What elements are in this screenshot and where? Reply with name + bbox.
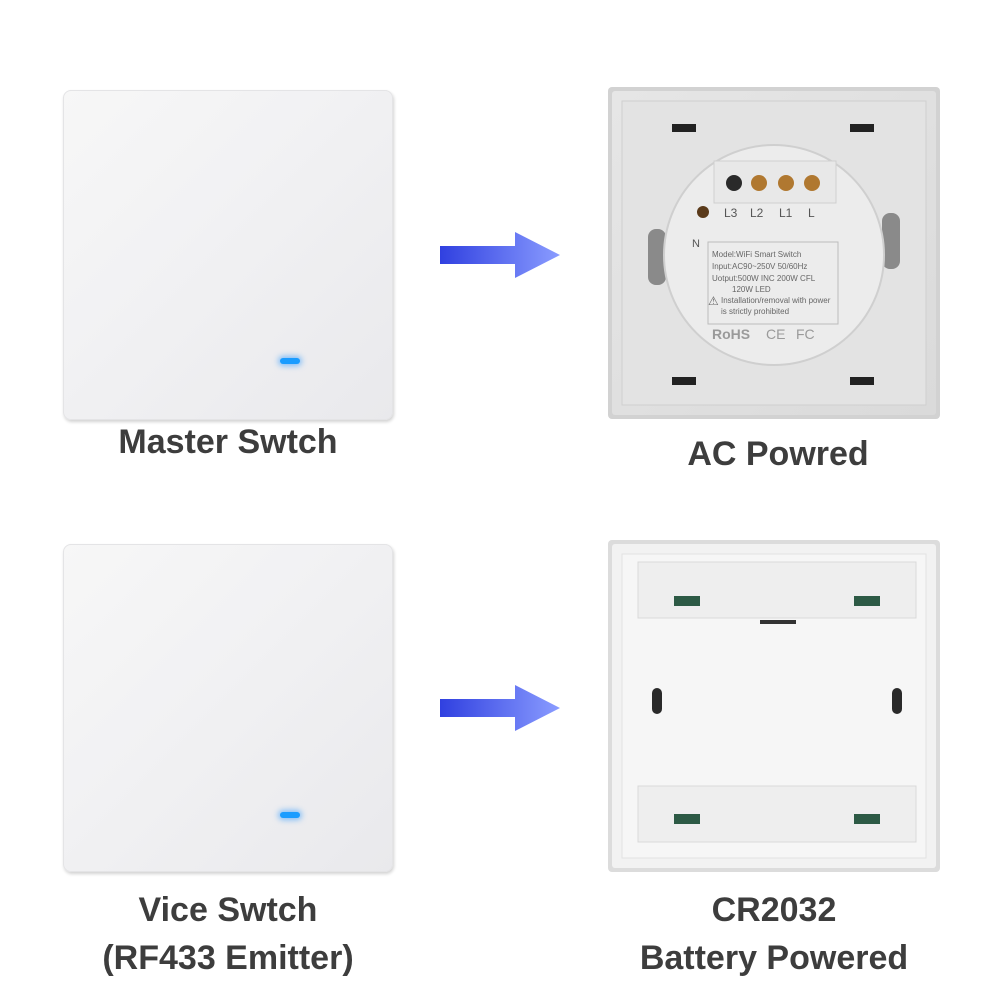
- arrow-right-icon: [440, 685, 560, 731]
- arrow-right-icon: [440, 232, 560, 278]
- master-switch-front: [63, 90, 393, 420]
- terminal-label-l3: L3: [724, 206, 738, 220]
- spec-line-4: 120W LED: [732, 285, 771, 294]
- terminal-label-l: L: [808, 206, 815, 220]
- spec-line-3: Uotput:500W INC 200W CFL: [712, 274, 816, 283]
- label-vice-switch-line1: Vice Swtch: [138, 891, 318, 929]
- neutral-label: N: [692, 238, 700, 250]
- spec-line-6: is strictly prohibited: [721, 307, 789, 316]
- vice-switch-front: [63, 544, 393, 872]
- fcc-mark: FC: [796, 326, 815, 342]
- master-switch-back: L3 L2 L1 L N Model:WiFi Smart Switch Inp…: [608, 87, 940, 419]
- terminal-label-l1: L1: [779, 206, 793, 220]
- label-ac-powered: AC Powred: [687, 435, 869, 473]
- spec-line-5: Installation/removal with power: [721, 296, 831, 305]
- vice-switch-back: [608, 540, 940, 872]
- spec-line-1: Model:WiFi Smart Switch: [712, 250, 801, 259]
- label-vice-switch-line2: (RF433 Emitter): [102, 939, 354, 977]
- label-battery-line2: Battery Powered: [639, 939, 909, 977]
- ce-mark: CE: [766, 326, 785, 342]
- spec-line-2: Input:AC90~250V 50/60Hz: [712, 262, 807, 271]
- label-battery-powered: CR2032 Battery Powered: [564, 886, 984, 982]
- led-indicator: [280, 812, 300, 818]
- rohs-mark: RoHS: [712, 326, 750, 342]
- label-master-switch: Master Swtch: [118, 423, 338, 461]
- terminal-label-l2: L2: [750, 206, 764, 220]
- warning-icon: ⚠: [708, 294, 719, 308]
- label-battery-line1: CR2032: [711, 891, 837, 929]
- led-indicator: [280, 358, 300, 364]
- label-vice-switch: Vice Swtch (RF433 Emitter): [18, 886, 438, 982]
